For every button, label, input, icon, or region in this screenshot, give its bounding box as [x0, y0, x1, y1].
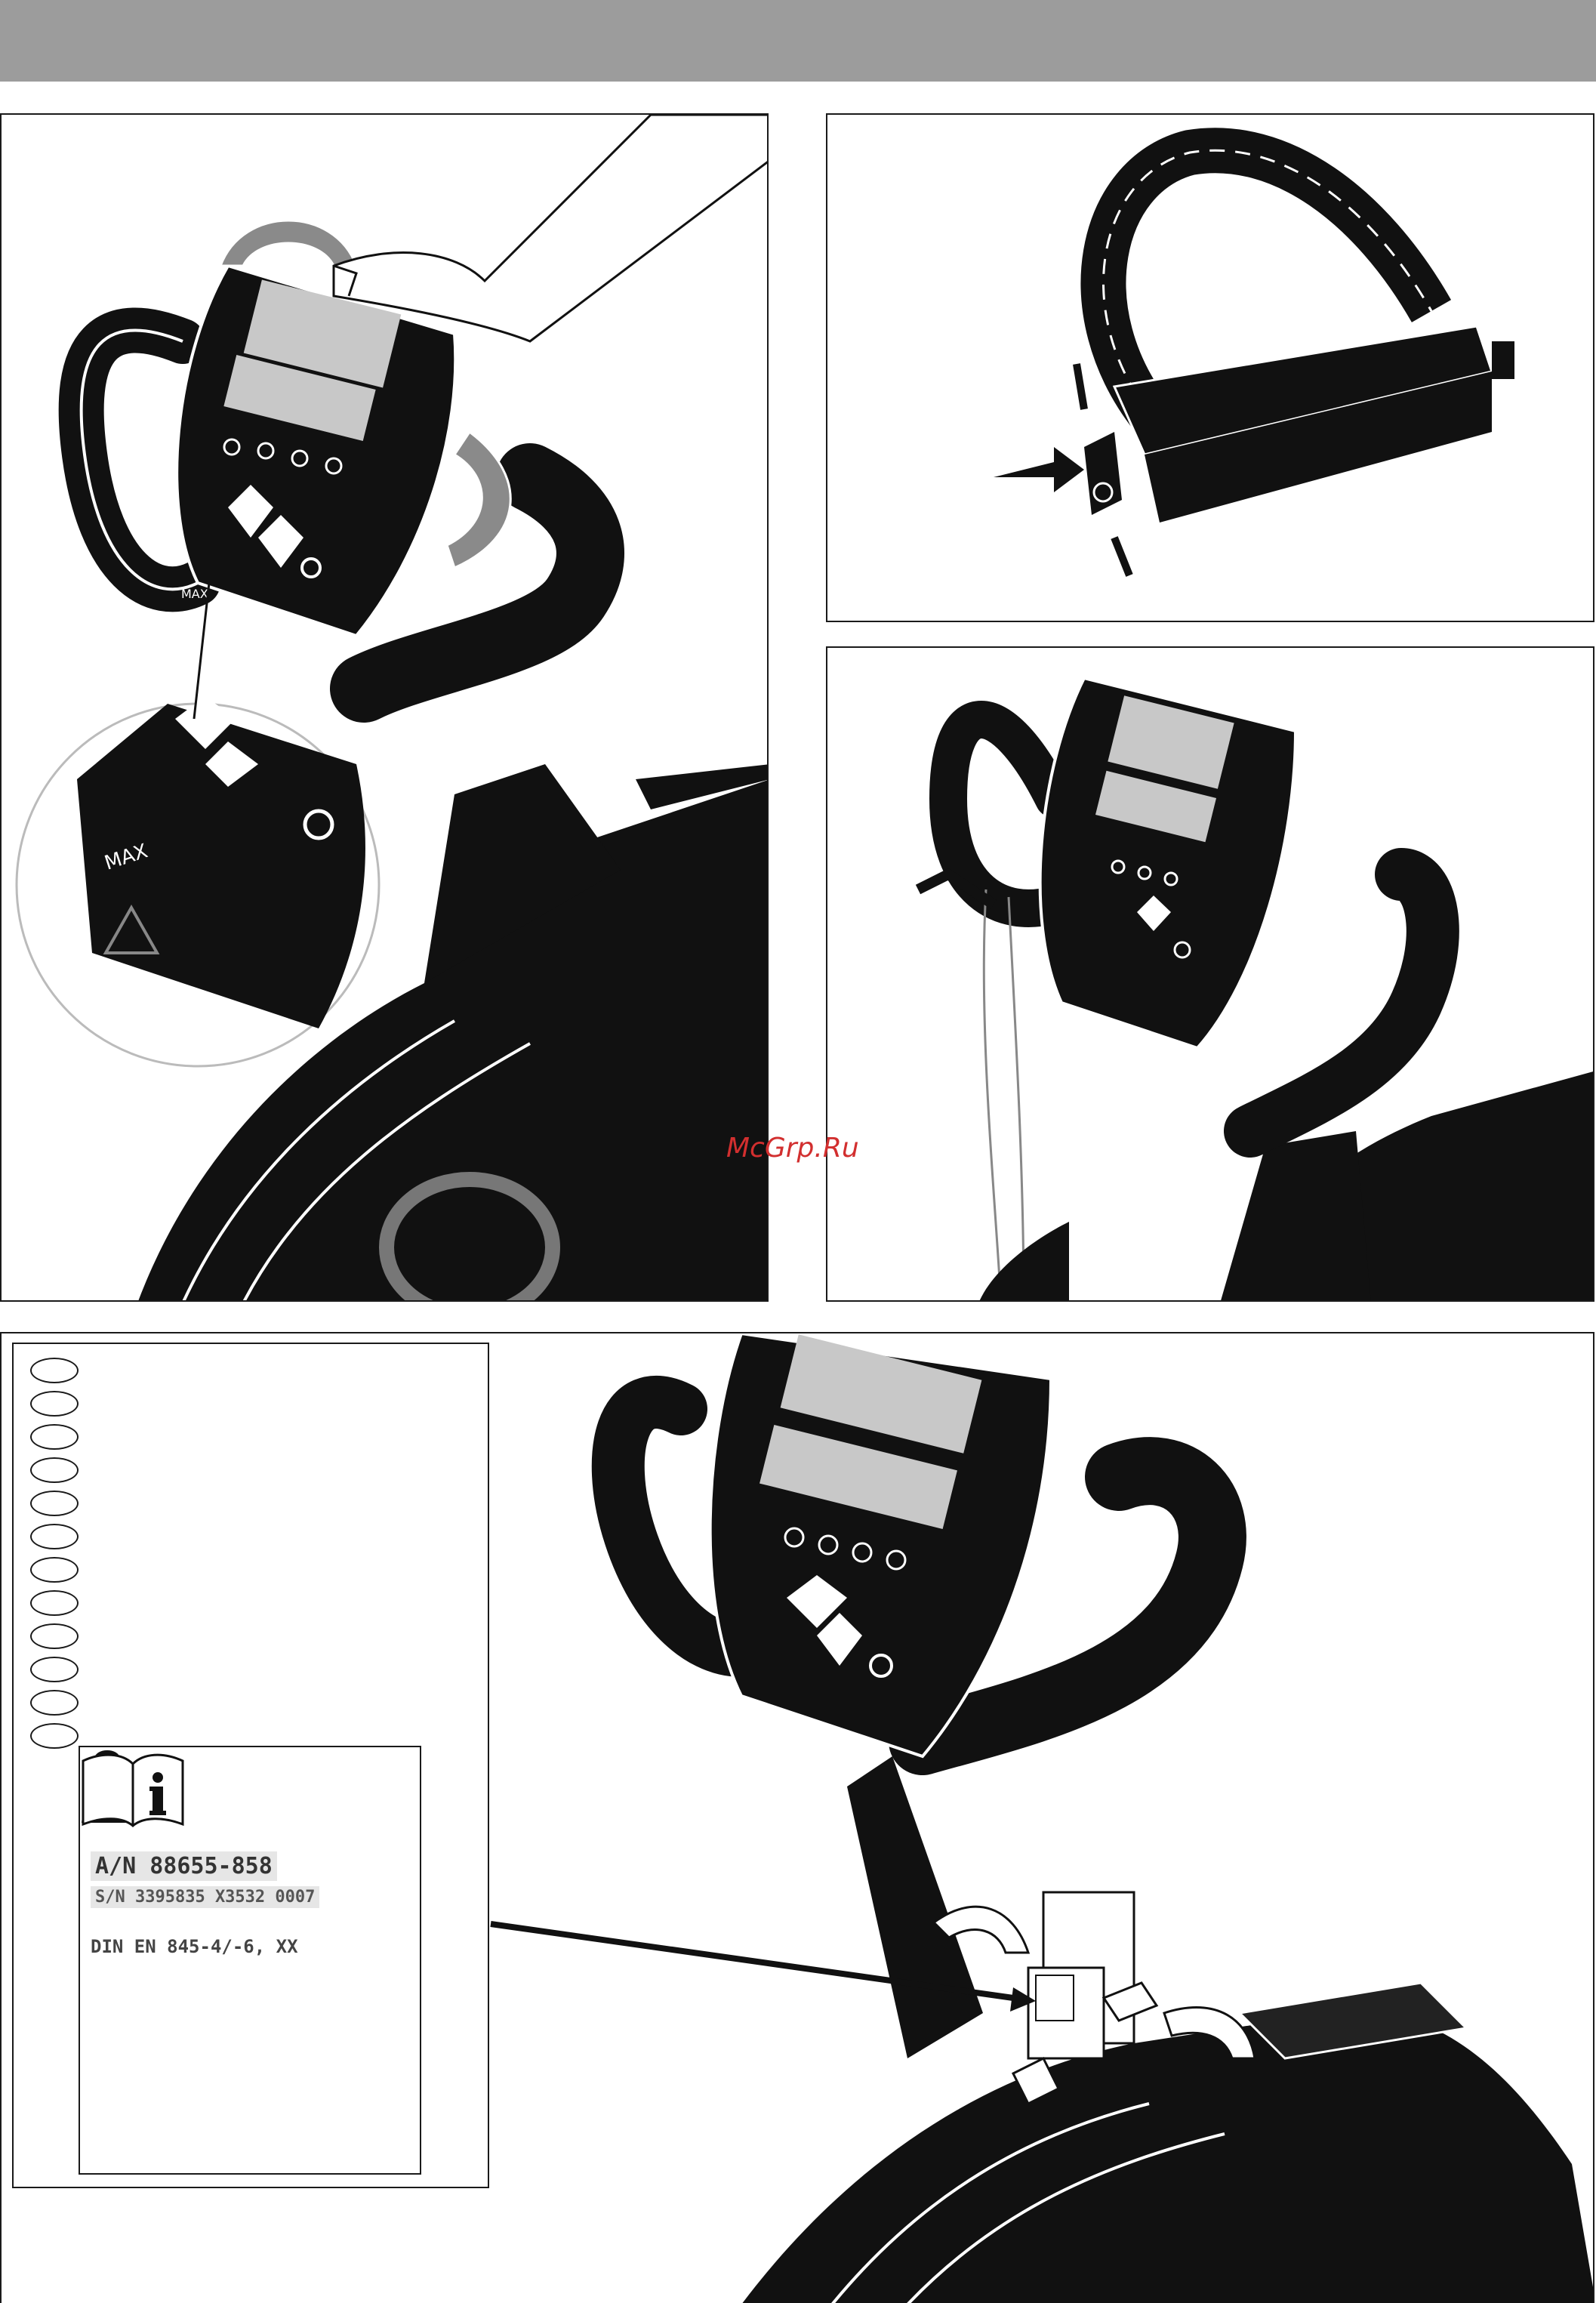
legend-oval	[30, 1391, 79, 1417]
svg-text:MAX: MAX	[181, 587, 208, 601]
legend-oval	[30, 1557, 79, 1583]
legend-oval	[30, 1623, 79, 1649]
header-bar	[0, 0, 1596, 82]
standard-number: DIN EN 845-4/-6, XX	[91, 1936, 298, 1957]
panel-cable-connection	[826, 646, 1594, 1302]
legend-oval	[30, 1723, 79, 1749]
watermark: McGrp.Ru	[726, 1133, 859, 1164]
legend-oval	[30, 1457, 79, 1483]
panel-pedal-strap	[826, 113, 1594, 622]
legend-oval	[30, 1524, 79, 1549]
pedal-strap-illustration	[827, 115, 1594, 622]
article-number: A/N 88655-858	[91, 1851, 277, 1881]
legend-oval	[30, 1657, 79, 1682]
legend-oval	[30, 1424, 79, 1450]
type-label-card: A/N 88655-858 S/N 3395835 X3532 0007 DIN…	[79, 1746, 421, 2175]
legend-oval	[30, 1358, 79, 1383]
manual-info-icon	[80, 1747, 186, 1827]
serial-number: S/N 3395835 X3532 0007	[91, 1886, 319, 1908]
legend-oval	[30, 1491, 79, 1516]
legend-box: A/N 88655-858 S/N 3395835 X3532 0007 DIN…	[12, 1343, 489, 2188]
legend-oval	[30, 1690, 79, 1716]
console-rotate-illustration: MAX MAX	[2, 115, 769, 1302]
panel-console-rotate: MAX MAX	[0, 113, 769, 1302]
panel-type-label: A/N 88655-858 S/N 3395835 X3532 0007 DIN…	[0, 1332, 1594, 2303]
legend-oval-list	[30, 1358, 79, 1756]
cable-connection-illustration	[827, 648, 1594, 1302]
legend-oval	[30, 1590, 79, 1616]
